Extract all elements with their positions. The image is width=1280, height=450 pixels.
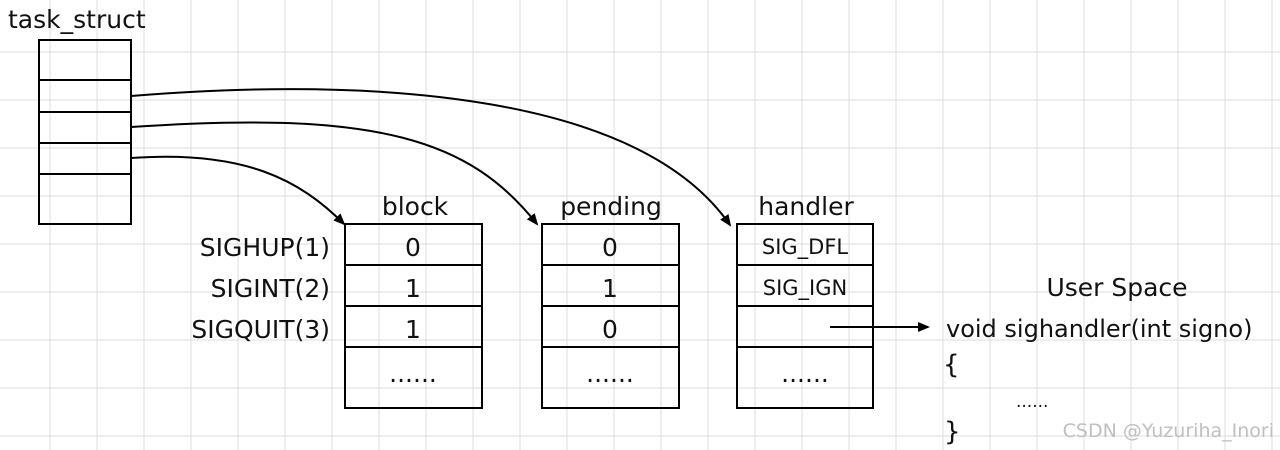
pending-cell-1: 0 [602,233,618,262]
task-struct-box [38,39,132,225]
pending-cell-2: 1 [602,274,618,303]
task-struct-label: task_struct [8,5,146,34]
pending-cell-3: 0 [602,315,618,344]
handler-header: handler [758,192,854,221]
block-cell-ellipsis: ...... [389,359,437,388]
handler-pointer-arrow [130,88,732,227]
handler-cell-sig-ign: SIG_IGN [763,276,847,301]
function-body-ellipsis: ...... [1016,392,1048,412]
open-brace: { [943,350,960,380]
sighandler-signature: void sighandler(int signo) [946,315,1252,343]
handler-table [736,223,874,409]
block-cell-3: 1 [405,315,421,344]
pending-pointer-arrow [130,121,539,226]
block-header: block [382,192,449,221]
user-space-title: User Space [1046,273,1187,302]
pending-table [541,223,680,409]
signal-label-sigquit: SIGQUIT(3) [191,315,330,344]
block-cell-2: 1 [405,274,421,303]
block-pointer-arrow [130,155,346,226]
close-brace: } [944,417,961,447]
block-table [344,223,483,409]
handler-cell-ellipsis: ...... [781,359,829,388]
signal-label-sigint: SIGINT(2) [211,274,330,303]
handler-cell-sig-dfl: SIG_DFL [762,235,849,260]
watermark: CSDN @Yuzuriha_Inori [1063,420,1274,442]
pending-header: pending [560,192,662,221]
pending-cell-ellipsis: ...... [586,359,634,388]
signal-label-sighup: SIGHUP(1) [200,233,330,262]
block-cell-1: 0 [405,233,421,262]
